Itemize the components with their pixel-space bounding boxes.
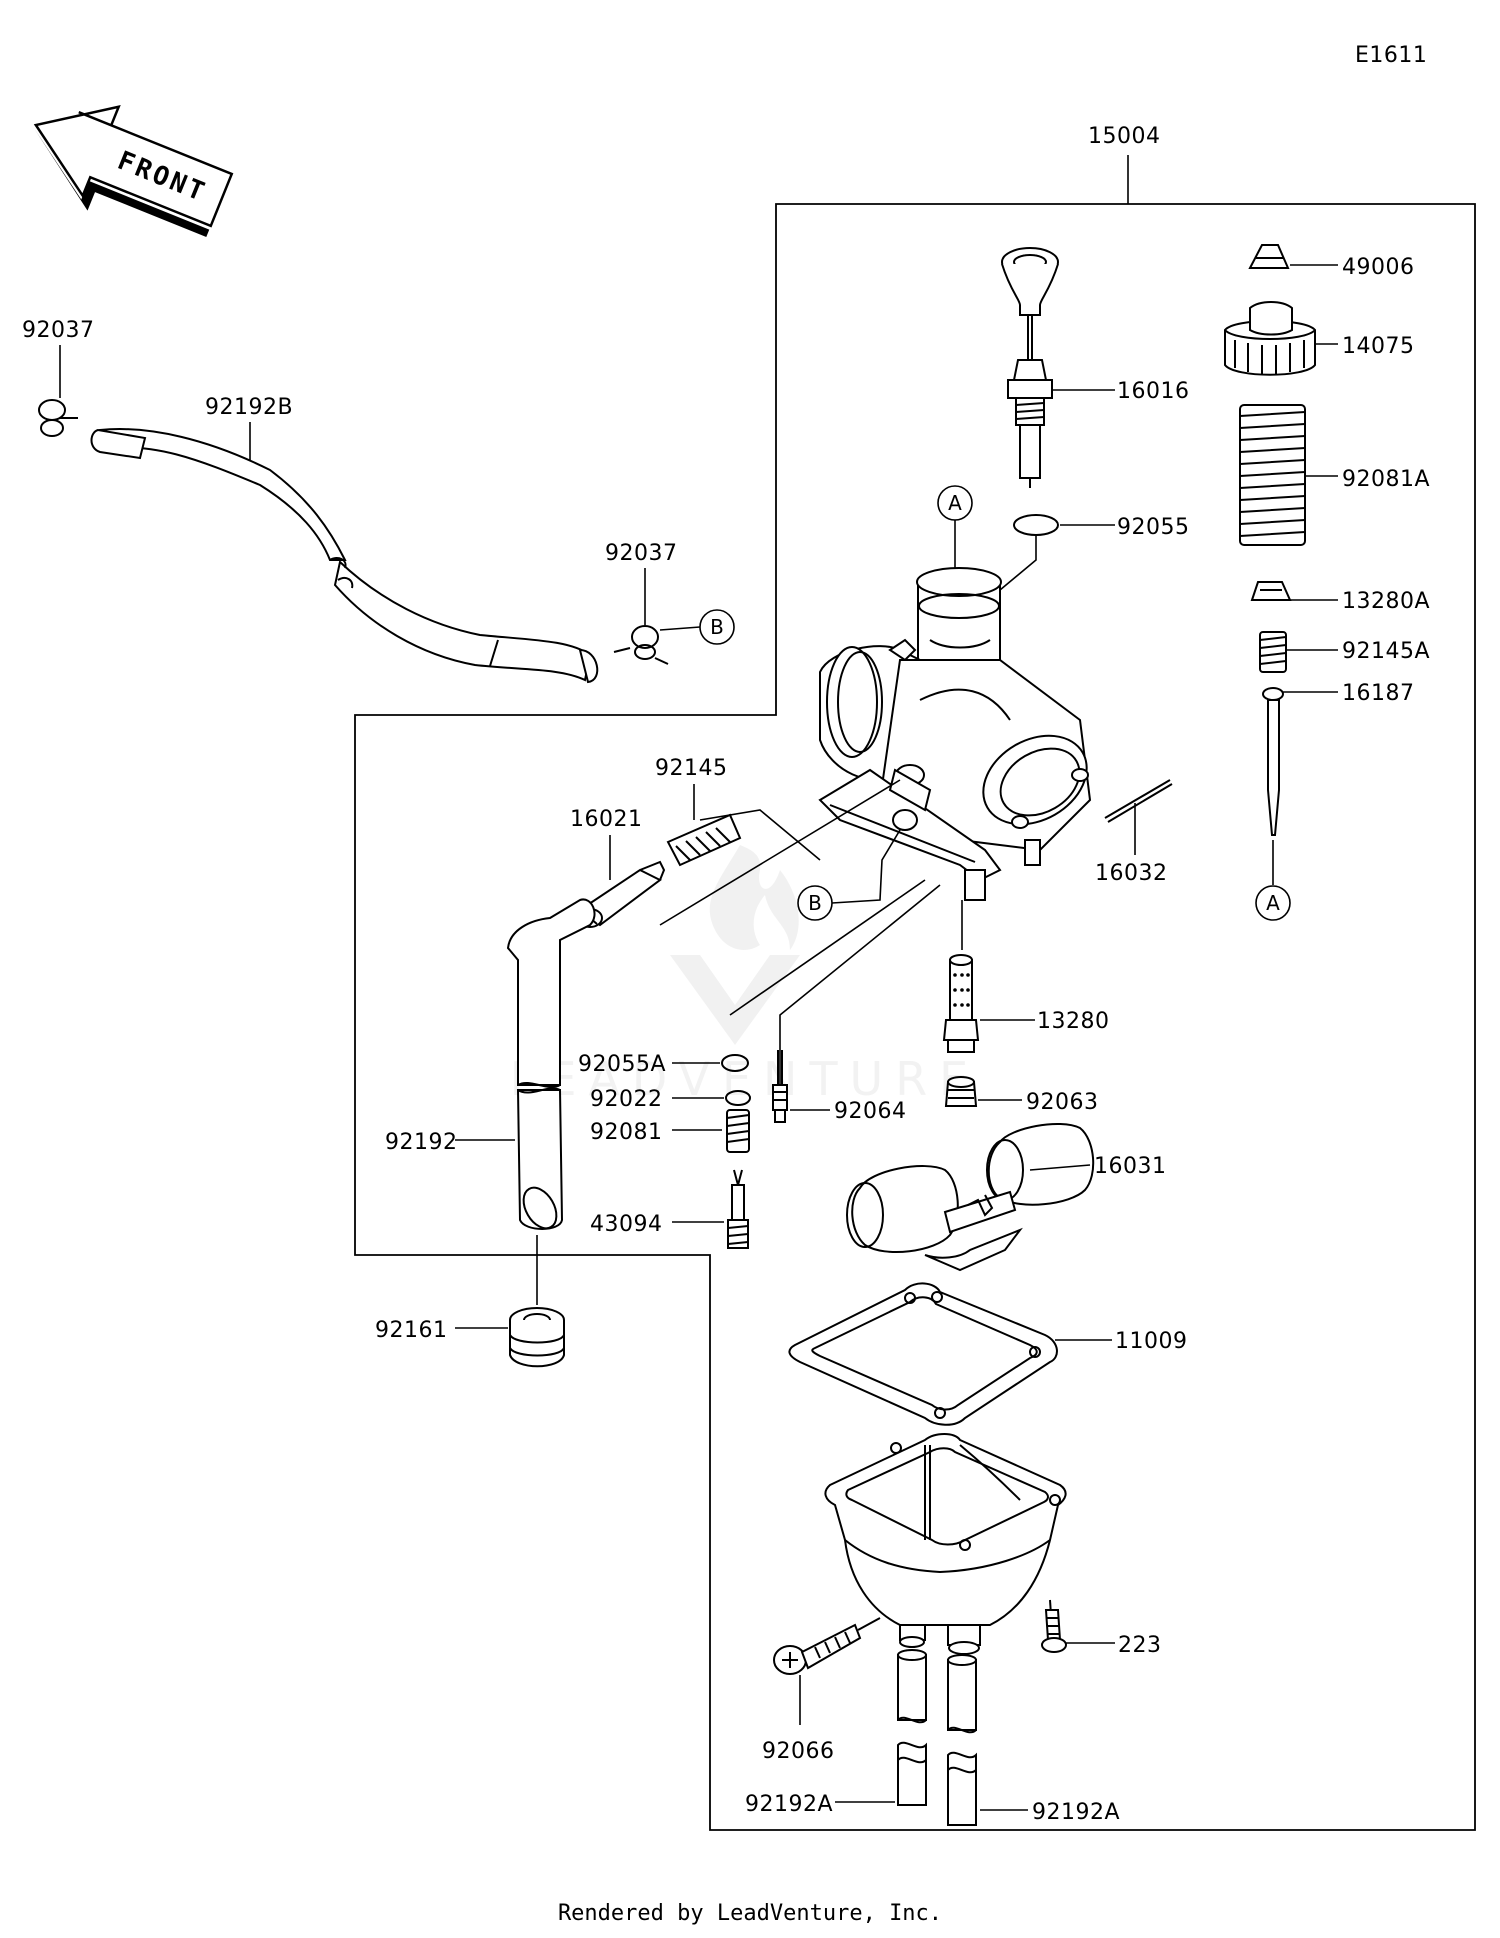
watermark: LEADVENTURE: [510, 845, 981, 1106]
main-jet-92063: [944, 1076, 978, 1107]
label-92081: 92081: [590, 1120, 663, 1145]
label-223: 223: [1118, 1633, 1162, 1658]
cap-49006: [1248, 244, 1290, 269]
hose-92192A-left: [897, 1649, 927, 1806]
grommet-92161: [509, 1307, 565, 1368]
label-92037-mid: 92037: [605, 541, 678, 566]
label-49006: 49006: [1342, 255, 1415, 280]
label-92161: 92161: [375, 1318, 448, 1343]
label-43094: 43094: [590, 1212, 663, 1237]
label-14075: 14075: [1342, 334, 1415, 359]
label-92066: 92066: [762, 1739, 835, 1764]
label-92037-top: 92037: [22, 318, 95, 343]
label-92192B: 92192B: [205, 395, 293, 420]
ref-marker-b-lower-text: B: [808, 891, 822, 915]
watermark-text: LEADVENTURE: [510, 1052, 981, 1106]
label-16187: 16187: [1342, 681, 1415, 706]
float-bowl: [824, 1433, 1067, 1655]
hose-92192B: [90, 428, 599, 684]
carburetor-body: [818, 567, 1092, 901]
label-13280A: 13280A: [1342, 589, 1430, 614]
assembly-boundary: [354, 203, 1476, 1831]
cable-16032: [1104, 779, 1173, 823]
label-16031: 16031: [1094, 1154, 1167, 1179]
plunger-16016: [1001, 247, 1059, 488]
screw-223: [1041, 1599, 1067, 1653]
washer-92022: [725, 1090, 751, 1106]
clip-13280A: [1250, 581, 1292, 601]
ref-marker-a-top-text: A: [948, 491, 962, 515]
needle-16187: [1262, 687, 1284, 836]
front-arrow: FRONT: [33, 105, 234, 238]
screw-43094: [727, 1169, 749, 1249]
label-92192A-right: 92192A: [1032, 1800, 1120, 1825]
clamp-92037-mid: [613, 625, 669, 665]
spring-92145A: [1259, 631, 1287, 673]
ref-marker-b-upper-text: B: [710, 615, 724, 639]
label-11009: 11009: [1115, 1329, 1188, 1354]
label-92022: 92022: [590, 1087, 663, 1112]
label-92064: 92064: [834, 1099, 907, 1124]
washer-92055A: [721, 1054, 749, 1072]
spring-92081: [726, 1109, 750, 1153]
spring-92145: [666, 813, 742, 867]
screw-92066: [773, 1617, 881, 1675]
oring-92055: [1013, 514, 1059, 536]
label-92055: 92055: [1117, 515, 1190, 540]
clamp-92037-top: [38, 399, 78, 437]
needle-jet-13280: [942, 954, 980, 1053]
gasket-11009: [788, 1282, 1058, 1426]
label-92192: 92192: [385, 1130, 458, 1155]
label-16032: 16032: [1095, 861, 1168, 886]
label-16016: 16016: [1117, 379, 1190, 404]
ref-marker-a-right-text: A: [1266, 891, 1280, 915]
label-92145A: 92145A: [1342, 639, 1430, 664]
label-92063: 92063: [1026, 1090, 1099, 1115]
ref-marker-a-right: [1255, 885, 1291, 921]
pilot-jet-92064: [772, 1050, 788, 1123]
ref-marker-b-upper: [699, 609, 735, 645]
label-92081A: 92081A: [1342, 467, 1430, 492]
footer-credit: Rendered by LeadVenture, Inc.: [558, 1901, 942, 1926]
label-13280: 13280: [1037, 1009, 1110, 1034]
diagram-code: E1611: [1355, 43, 1427, 68]
hose-92192A-right: [947, 1654, 977, 1826]
label-92055A: 92055A: [578, 1052, 666, 1077]
label-92192A-left: 92192A: [745, 1792, 833, 1817]
float-16031: [846, 1122, 1095, 1272]
assembly-label: 15004: [1088, 124, 1161, 149]
label-92145: 92145: [655, 756, 728, 781]
cap-14075: [1224, 301, 1316, 376]
label-16021: 16021: [570, 807, 643, 832]
hose-92192: [506, 898, 596, 1230]
spring-92081A: [1239, 404, 1306, 546]
